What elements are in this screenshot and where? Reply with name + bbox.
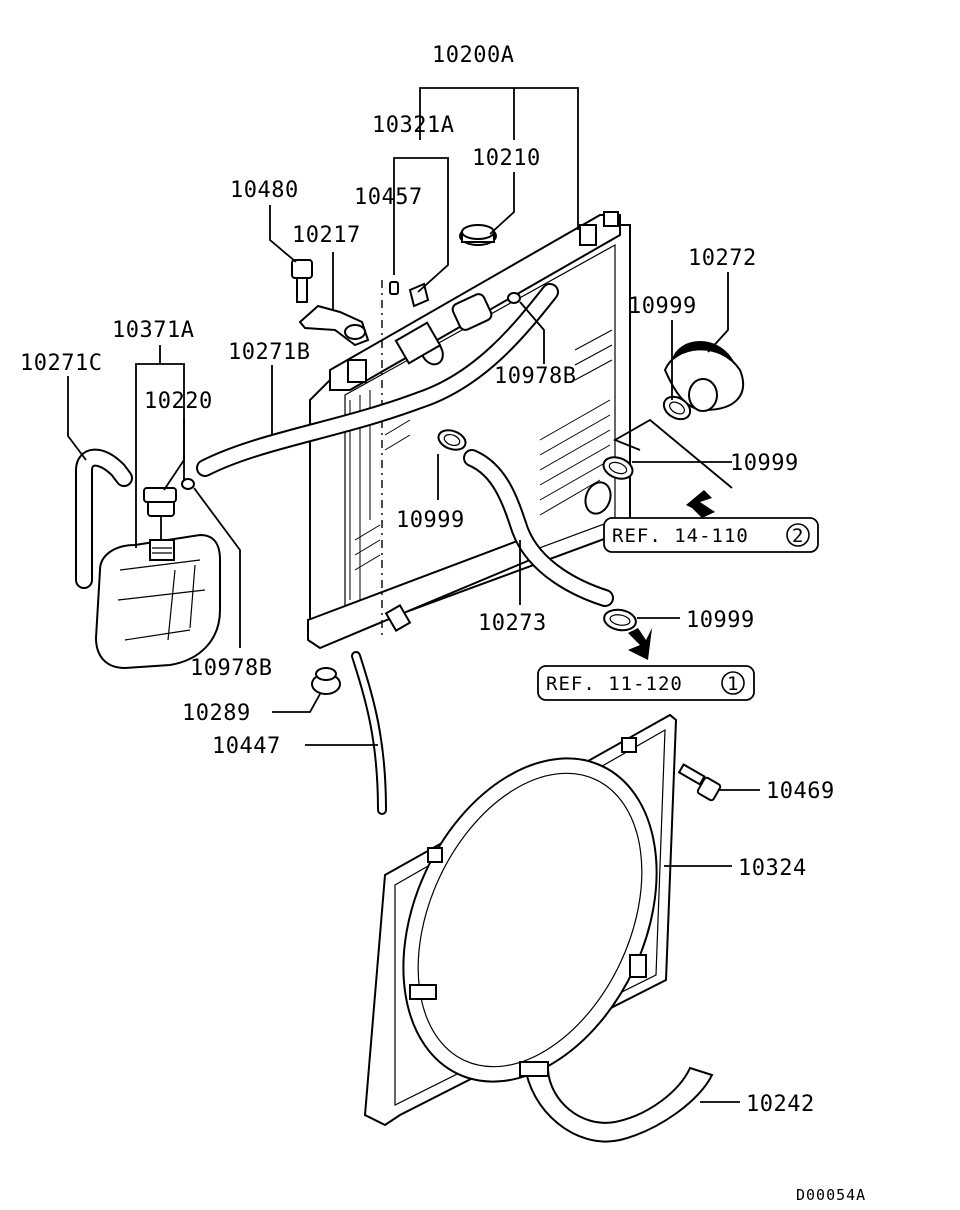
ref-box-14-110-text: REF. 14-110: [612, 525, 749, 547]
ref-box-14-110-number: 2: [792, 525, 804, 547]
leader-lines: [67, 87, 760, 1103]
label-10480[interactable]: 10480: [230, 178, 299, 203]
lower-shroud-10242: [519, 1061, 714, 1143]
label-10999-lower[interactable]: 10999: [686, 608, 755, 633]
label-10289[interactable]: 10289: [182, 701, 251, 726]
reservoir-tank: [94, 533, 221, 670]
hose-clamp-10999-middle: [437, 429, 467, 451]
hose-clamp-10999-right: [602, 456, 634, 480]
clip-10321A: [408, 282, 430, 308]
label-10978B-upper[interactable]: 10978B: [494, 364, 576, 389]
label-10217[interactable]: 10217: [292, 223, 361, 248]
hose-clip-10978B-upper: [507, 292, 521, 304]
ref-box-11-120-number: 1: [727, 673, 739, 695]
label-10271B[interactable]: 10271B: [228, 340, 310, 365]
label-10220[interactable]: 10220: [144, 389, 213, 414]
ref-box-14-110[interactable]: REF. 14-110 2: [603, 517, 819, 553]
hose-clamp-10999-lower: [603, 608, 637, 632]
label-10999-upper[interactable]: 10999: [628, 294, 697, 319]
label-10999-right[interactable]: 10999: [730, 451, 799, 476]
label-10321A[interactable]: 10321A: [372, 113, 454, 138]
label-10371A[interactable]: 10371A: [112, 318, 194, 343]
reservoir-bracket: [298, 304, 370, 347]
hose-clip-10978B-lower: [181, 478, 195, 490]
upper-hose-10272: [663, 340, 745, 412]
reservoir-hose-10271C: [75, 448, 133, 589]
part-number-labels: 10200A 10321A 10210 10480 10457 10217 10…: [20, 43, 835, 1117]
drawing-code: D00054A: [796, 1186, 866, 1204]
ref-box-11-120[interactable]: REF. 11-120 1: [537, 665, 755, 701]
label-10324[interactable]: 10324: [738, 856, 807, 881]
lower-hose-10273: [463, 449, 614, 607]
label-10999-middle[interactable]: 10999: [396, 508, 465, 533]
shroud-bolt-10469: [677, 763, 722, 802]
label-10469[interactable]: 10469: [766, 779, 835, 804]
ref-box-11-120-text: REF. 11-120: [546, 673, 683, 695]
fan-shroud-10324: [363, 713, 678, 1127]
direction-arrow-ref1: [686, 490, 715, 518]
reservoir-cap: [143, 487, 177, 540]
mounting-bolt: [291, 259, 313, 303]
overflow-hose-10271B: [196, 283, 559, 477]
label-10210[interactable]: 10210: [472, 146, 541, 171]
label-10242[interactable]: 10242: [746, 1092, 815, 1117]
label-10978B-lower[interactable]: 10978B: [190, 656, 272, 681]
grommet-10289: [311, 667, 341, 695]
label-10271C[interactable]: 10271C: [20, 351, 102, 376]
label-10447[interactable]: 10447: [212, 734, 281, 759]
clip-10457: [389, 281, 399, 295]
radiator-cap: [459, 224, 497, 246]
label-10200A[interactable]: 10200A: [432, 43, 514, 68]
hose-clamp-10999-upper: [662, 395, 692, 421]
label-10273[interactable]: 10273: [478, 611, 547, 636]
direction-arrow-ref2: [628, 628, 652, 660]
label-10457[interactable]: 10457: [354, 185, 423, 210]
drain-hose-10447: [351, 651, 387, 815]
label-10272[interactable]: 10272: [688, 246, 757, 271]
